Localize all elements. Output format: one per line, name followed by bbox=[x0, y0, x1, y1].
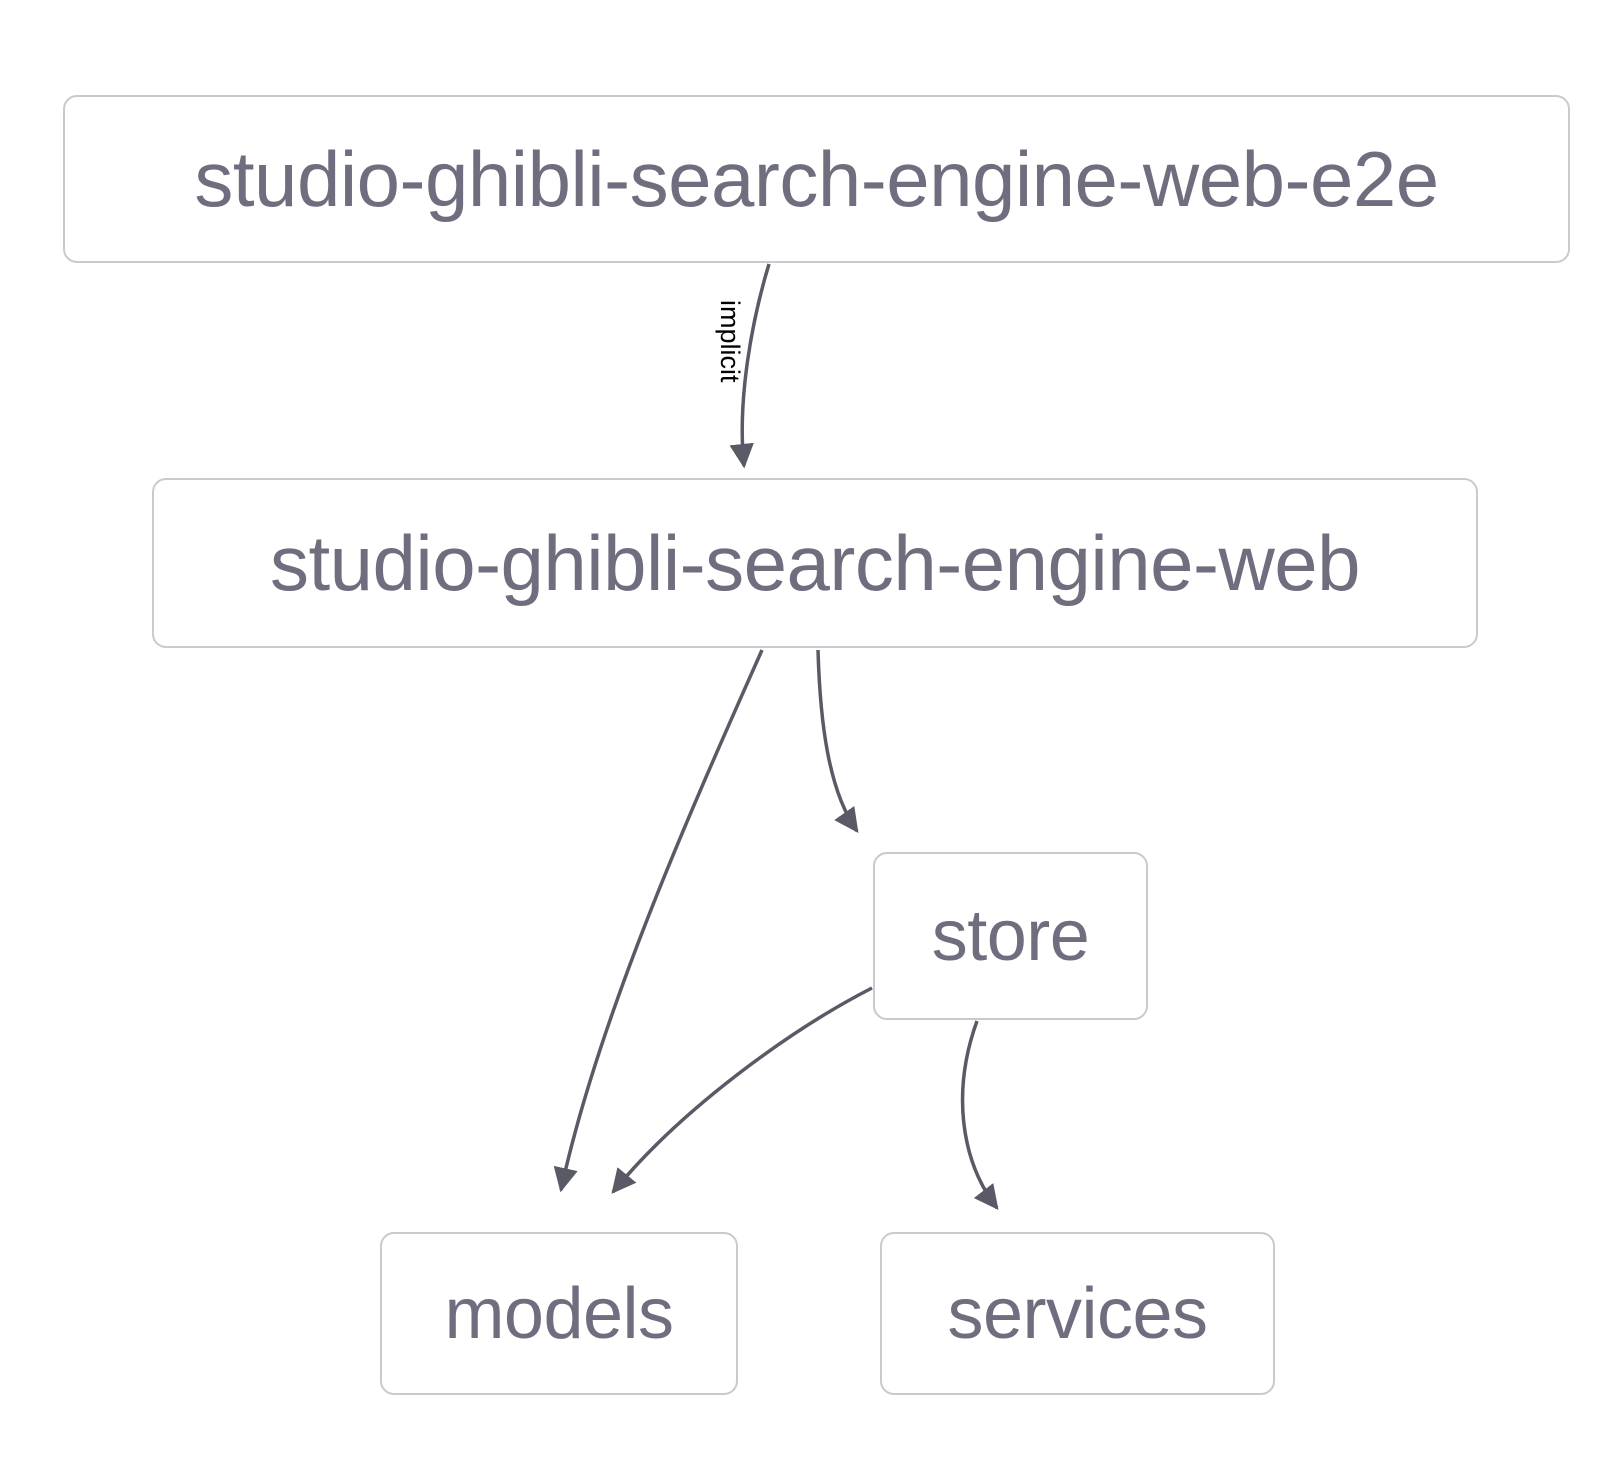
node-services[interactable]: services bbox=[880, 1232, 1275, 1395]
node-label-store: store bbox=[931, 896, 1090, 976]
node-store[interactable]: store bbox=[873, 852, 1148, 1020]
edge-web-to-models-path bbox=[553, 649, 764, 1193]
edge-web-to-store-path bbox=[816, 649, 859, 834]
edge-store-to-services-path bbox=[960, 1020, 999, 1210]
edge-e2e-to-models-path bbox=[729, 263, 771, 469]
node-studio-ghibli-search-engine-web-e2e[interactable]: studio-ghibli-search-engine-web-e2e bbox=[63, 95, 1570, 263]
node-label-web: studio-ghibli-search-engine-web bbox=[269, 518, 1361, 607]
node-studio-ghibli-search-engine-web[interactable]: studio-ghibli-search-engine-web bbox=[152, 478, 1478, 648]
node-label-services: services bbox=[947, 1273, 1208, 1354]
node-label-e2e: studio-ghibli-search-engine-web-e2e bbox=[194, 134, 1439, 223]
edge-label-implicit: implicit bbox=[715, 300, 745, 383]
node-models[interactable]: models bbox=[380, 1232, 738, 1395]
edge-store-to-models-path bbox=[611, 986, 873, 1194]
node-label-models: models bbox=[444, 1273, 674, 1354]
